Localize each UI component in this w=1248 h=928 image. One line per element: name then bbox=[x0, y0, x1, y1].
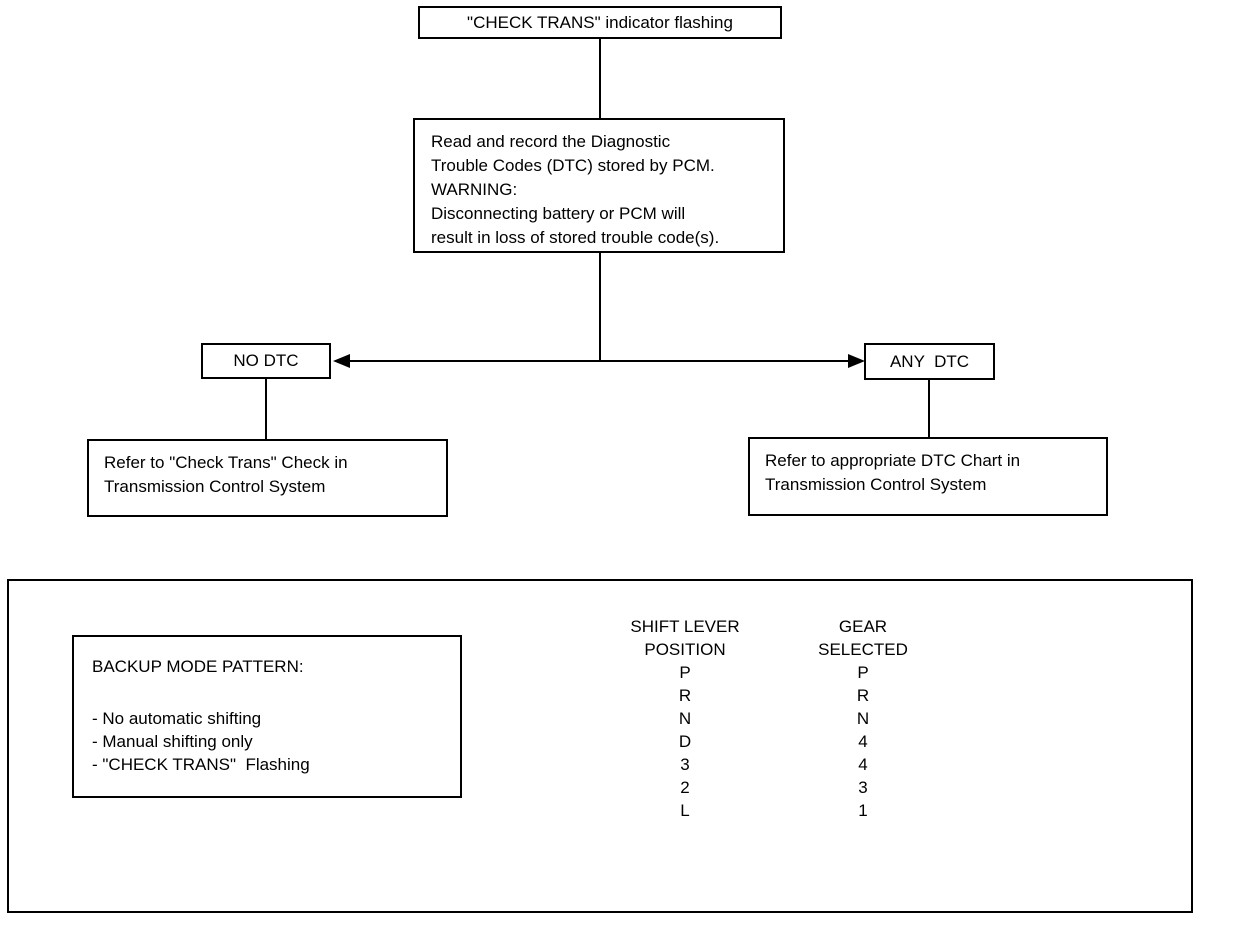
backup-pattern-box: BACKUP MODE PATTERN: - No automatic shif… bbox=[72, 635, 462, 798]
gear-selected-value: N bbox=[856, 709, 870, 728]
process-node: Read and record the Diagnostic Trouble C… bbox=[413, 118, 785, 253]
shift-lever-header: SHIFT LEVER POSITION bbox=[630, 617, 740, 659]
backup-pattern-item: - No automatic shifting bbox=[92, 709, 262, 728]
gear-selected-column: GEAR SELECTED P R N 4 4 3 1 bbox=[774, 615, 952, 822]
gear-selected-value: 4 bbox=[858, 732, 868, 751]
branch-line bbox=[340, 360, 858, 362]
shift-lever-column: SHIFT LEVER POSITION P R N D 3 2 L bbox=[596, 615, 774, 822]
process-node-text: Read and record the Diagnostic Trouble C… bbox=[431, 132, 720, 247]
no-dtc-action-node: Refer to "Check Trans" Check in Transmis… bbox=[87, 439, 448, 517]
connector-anydtc-to-action bbox=[928, 380, 930, 437]
shift-lever-value: L bbox=[680, 801, 690, 820]
arrowhead-left-icon bbox=[333, 354, 350, 368]
start-node: "CHECK TRANS" indicator flashing bbox=[418, 6, 782, 39]
gear-selected-value: 3 bbox=[858, 778, 868, 797]
any-dtc-node: ANY DTC bbox=[864, 343, 995, 380]
gear-selected-value: 1 bbox=[858, 801, 868, 820]
arrowhead-right-icon bbox=[848, 354, 865, 368]
backup-pattern-item: - "CHECK TRANS" Flashing bbox=[92, 755, 310, 774]
no-dtc-action-text: Refer to "Check Trans" Check in Transmis… bbox=[104, 453, 348, 496]
no-dtc-node: NO DTC bbox=[201, 343, 331, 379]
start-node-label: "CHECK TRANS" indicator flashing bbox=[467, 12, 733, 32]
any-dtc-action-text: Refer to appropriate DTC Chart in Transm… bbox=[765, 451, 1021, 494]
any-dtc-action-node: Refer to appropriate DTC Chart in Transm… bbox=[748, 437, 1108, 516]
shift-lever-value: R bbox=[678, 686, 692, 705]
backup-pattern-item: - Manual shifting only bbox=[92, 732, 253, 751]
gear-selected-value: P bbox=[857, 663, 869, 682]
shift-lever-value: D bbox=[678, 732, 692, 751]
shift-lever-value: P bbox=[679, 663, 691, 682]
no-dtc-label: NO DTC bbox=[233, 351, 299, 370]
backup-pattern-title: BACKUP MODE PATTERN: bbox=[92, 657, 304, 676]
shift-lever-value: 2 bbox=[680, 778, 690, 797]
any-dtc-label: ANY DTC bbox=[889, 351, 970, 371]
gear-selected-value: 4 bbox=[858, 755, 868, 774]
shift-lever-value: N bbox=[678, 709, 692, 728]
gear-selection-table: SHIFT LEVER POSITION P R N D 3 2 L GEAR … bbox=[596, 615, 952, 822]
connector-nodtc-to-action bbox=[265, 379, 267, 439]
gear-selected-value: R bbox=[856, 686, 870, 705]
connector-process-to-branch bbox=[599, 253, 601, 361]
gear-selected-header: GEAR SELECTED bbox=[818, 617, 908, 659]
connector-start-to-process bbox=[599, 39, 601, 118]
shift-lever-value: 3 bbox=[680, 755, 690, 774]
